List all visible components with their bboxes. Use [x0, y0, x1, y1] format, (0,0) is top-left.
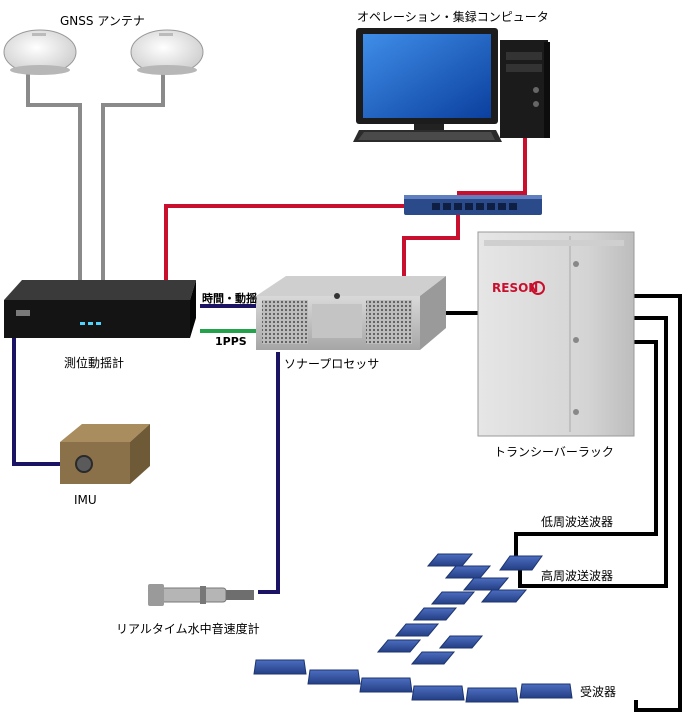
gnss-antenna-label: GNSS アンテナ	[60, 14, 145, 28]
motion-sensor-unit	[4, 280, 196, 338]
red-cables	[164, 136, 527, 295]
computer-tower	[500, 40, 550, 138]
pps-label: 1PPS	[215, 335, 247, 348]
transducer-arrays	[253, 553, 573, 703]
imu-unit	[60, 424, 150, 484]
gnss-antenna-right	[130, 29, 204, 75]
motion-sensor-label: 測位動揺計	[64, 356, 125, 370]
time-motion-label: 時間・動揺	[202, 292, 257, 305]
transceiver-rack: RESON	[477, 231, 635, 437]
transceiver-rack-label: トランシーバーラック	[494, 445, 614, 459]
sonar-processor-label: ソナープロセッサ	[284, 357, 380, 371]
gnss-cables	[26, 62, 165, 290]
gnss-antenna-left	[3, 29, 77, 75]
network-switch	[404, 195, 542, 215]
lf-transmitter-label: 低周波送波器	[541, 515, 614, 529]
hf-transmitter-label: 高周波送波器	[541, 569, 614, 583]
timing-cables	[200, 304, 256, 333]
operation-pc-label: オペレーション・集録コンピュータ	[357, 10, 549, 24]
sonar-processor-unit	[256, 276, 446, 350]
sound-velocity-probe	[148, 584, 254, 606]
svp-label: リアルタイム水中音速度計	[116, 622, 260, 636]
computer-monitor	[356, 28, 498, 130]
reson-logo: RESON	[492, 281, 538, 295]
imu-label: IMU	[74, 493, 97, 507]
navy-cables	[12, 330, 280, 594]
receiver-label: 受波器	[580, 685, 617, 699]
computer-keyboard	[353, 130, 502, 142]
black-cables	[436, 294, 682, 712]
